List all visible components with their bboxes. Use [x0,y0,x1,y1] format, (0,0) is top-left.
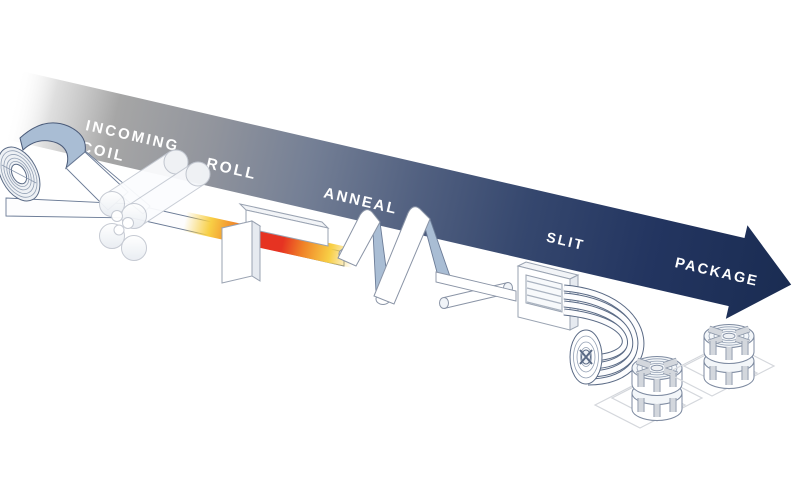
looper-illustration [337,206,517,309]
package-stack-1 [593,356,704,429]
process-arrow: INCOMING COIL ROLL ANNEAL SLIT PACKAGE [3,70,792,319]
roll-stand-illustration [99,149,211,261]
recoiler-illustration [563,284,645,386]
tent1-sheet [337,209,381,267]
anneal-furnace-illustration [220,203,330,284]
small-roll-1 [111,210,123,222]
recoiler-coil-face [569,329,603,385]
pallet-outline [593,381,687,429]
coil-straps [637,398,677,417]
coil-bore [650,364,664,372]
furnace-pillar-front [221,220,253,284]
small-roll-3 [113,224,125,236]
coil-straps [707,325,751,360]
furnace-pillar-side [251,220,261,282]
backup-roll-bottom-2 [121,235,147,261]
strip-heat-glow [183,211,352,268]
pallet-outline [665,349,759,397]
coil-bore [722,332,736,340]
small-roll-2 [122,217,134,229]
tent2-sheet [373,206,431,305]
package-stack-2 [665,324,776,397]
flat-run-sheet [435,271,517,302]
work-roll-far-end-2 [185,161,211,187]
slitter-window [525,274,563,313]
process-arrow-shape [3,70,792,319]
slitter-slots [526,280,562,312]
coil-straps [709,366,749,385]
packaged-coils-illustration [593,324,776,429]
slit-strip-loops [563,284,645,386]
coil-end-face [0,146,41,202]
mandrel-cross [579,349,593,365]
coil-straps [635,357,679,392]
